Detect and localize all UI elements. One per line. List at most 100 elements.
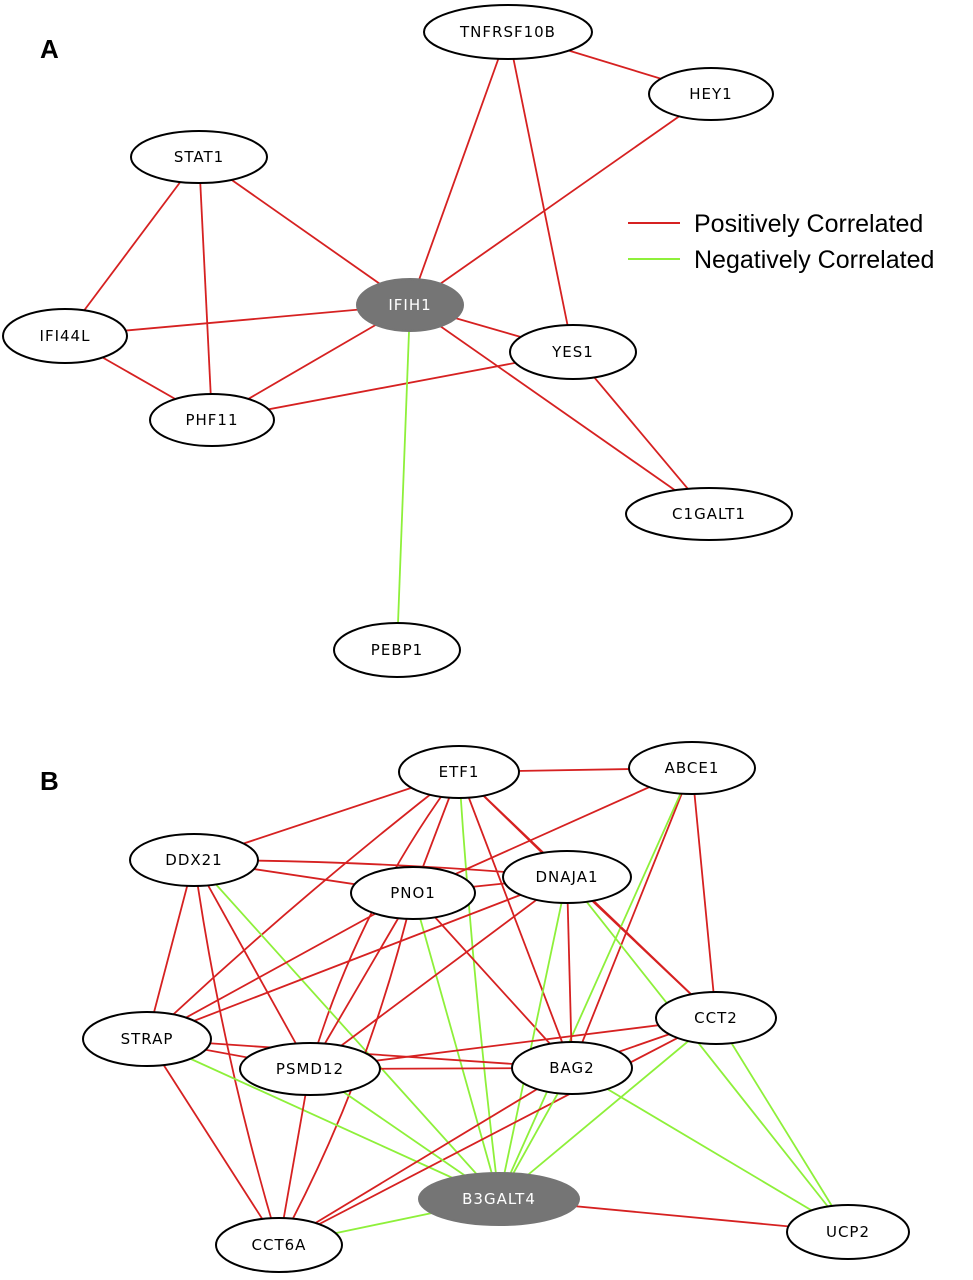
edge-dnaja1-ucp2 <box>566 876 849 1233</box>
edge-ddx21-strap <box>146 859 195 1040</box>
node-label: YES1 <box>551 343 594 361</box>
node-label: PEBP1 <box>371 641 423 659</box>
node-ellipse <box>625 487 793 541</box>
node-cct6a: CCT6A <box>215 1217 343 1273</box>
node-label: UCP2 <box>826 1223 870 1241</box>
edge-tnfrsf10b-ifih1 <box>409 31 509 306</box>
node-ifih1: IFIH1 <box>356 278 464 332</box>
node-label: CCT2 <box>694 1009 738 1027</box>
node-abce1: ABCE1 <box>628 741 756 795</box>
edge-strap-b3galt4 <box>146 1038 500 1200</box>
node-ellipse <box>655 991 777 1045</box>
node-hey1: HEY1 <box>648 67 774 121</box>
node-etf1: ETF1 <box>398 745 520 799</box>
node-ellipse <box>350 866 476 920</box>
edge-pno1-psmd12 <box>309 892 414 1070</box>
node-dnaja1: DNAJA1 <box>502 850 632 904</box>
node-label: PHF11 <box>185 411 238 429</box>
node-label: CCT6A <box>252 1236 307 1254</box>
node-label: STRAP <box>121 1030 174 1048</box>
edge-abce1-cct2 <box>691 767 717 1019</box>
node-label: IFIH1 <box>388 296 431 314</box>
node-label: TNFRSF10B <box>459 23 556 41</box>
node-label: PSMD12 <box>276 1060 344 1078</box>
node-label: PNO1 <box>390 884 436 902</box>
node-pebp1: PEBP1 <box>333 622 461 678</box>
edge-abce1-bag2 <box>571 767 693 1069</box>
node-tnfrsf10b: TNFRSF10B <box>423 4 593 60</box>
edge-dnaja1-b3galt4 <box>498 876 568 1200</box>
edge-dnaja1-bag2 <box>566 876 573 1069</box>
edge-abce1-pno1 <box>412 767 693 894</box>
node-yes1: YES1 <box>509 324 637 380</box>
edge-etf1-strap <box>146 771 460 1040</box>
edge-cct2-cct6a <box>278 1017 717 1246</box>
node-ellipse <box>215 1217 343 1273</box>
node-label: DDX21 <box>165 851 222 869</box>
edge-hey1-ifih1 <box>409 93 712 306</box>
node-ellipse <box>82 1011 212 1067</box>
node-ellipse <box>398 745 520 799</box>
edge-etf1-bag2 <box>458 771 573 1069</box>
edge-cct2-ucp2 <box>715 1017 849 1233</box>
node-label: DNAJA1 <box>536 868 599 886</box>
node-label: STAT1 <box>174 148 224 166</box>
node-ucp2: UCP2 <box>786 1204 910 1260</box>
node-ellipse <box>129 833 259 887</box>
edge-dnaja1-strap <box>146 876 568 1040</box>
node-ellipse <box>628 741 756 795</box>
edge-psmd12-cct6a <box>278 1068 311 1246</box>
node-label: BAG2 <box>549 1059 594 1077</box>
node-ellipse <box>423 4 593 60</box>
node-label: HEY1 <box>689 85 732 103</box>
node-ellipse <box>418 1172 580 1226</box>
edge-tnfrsf10b-yes1 <box>507 31 574 353</box>
node-label: C1GALT1 <box>672 505 746 523</box>
panel-a-label: A <box>40 34 59 64</box>
legend: Positively Correlated Negatively Correla… <box>628 210 934 274</box>
edge-ifih1-c1galt1 <box>409 304 710 515</box>
edge-cct2-b3galt4 <box>498 1017 717 1200</box>
node-ifi44l: IFI44L <box>2 308 128 364</box>
node-label: ABCE1 <box>665 759 720 777</box>
edge-strap-cct6a <box>146 1038 280 1246</box>
edge-stat1-phf11 <box>198 156 213 421</box>
node-ellipse <box>149 393 275 447</box>
node-bag2: BAG2 <box>511 1041 633 1095</box>
node-label: IFI44L <box>40 327 91 345</box>
node-ellipse <box>648 67 774 121</box>
node-phf11: PHF11 <box>149 393 275 447</box>
edge-pno1-b3galt4 <box>412 892 500 1200</box>
node-b3galt4: B3GALT4 <box>418 1172 580 1226</box>
node-pno1: PNO1 <box>350 866 476 920</box>
node-ellipse <box>356 278 464 332</box>
legend-negative-label: Negatively Correlated <box>694 246 934 274</box>
edge-etf1-psmd12 <box>309 771 460 1070</box>
node-cct2: CCT2 <box>655 991 777 1045</box>
node-stat1: STAT1 <box>130 130 268 184</box>
node-ellipse <box>509 324 637 380</box>
edge-dnaja1-psmd12 <box>309 876 568 1070</box>
node-strap: STRAP <box>82 1011 212 1067</box>
node-ellipse <box>239 1042 381 1096</box>
node-psmd12: PSMD12 <box>239 1042 381 1096</box>
edge-bag2-ucp2 <box>571 1067 849 1233</box>
edge-ifih1-pebp1 <box>396 304 411 651</box>
node-ellipse <box>502 850 632 904</box>
node-ellipse <box>2 308 128 364</box>
panel-b-label: B <box>40 766 59 796</box>
edge-abce1-b3galt4 <box>498 767 693 1200</box>
node-ellipse <box>130 130 268 184</box>
node-label: ETF1 <box>439 763 480 781</box>
node-ddx21: DDX21 <box>129 833 259 887</box>
node-ellipse <box>333 622 461 678</box>
legend-positive-label: Positively Correlated <box>694 210 923 238</box>
node-c1galt1: C1GALT1 <box>625 487 793 541</box>
node-ellipse <box>786 1204 910 1260</box>
edge-yes1-c1galt1 <box>572 351 710 515</box>
node-label: B3GALT4 <box>462 1190 536 1208</box>
